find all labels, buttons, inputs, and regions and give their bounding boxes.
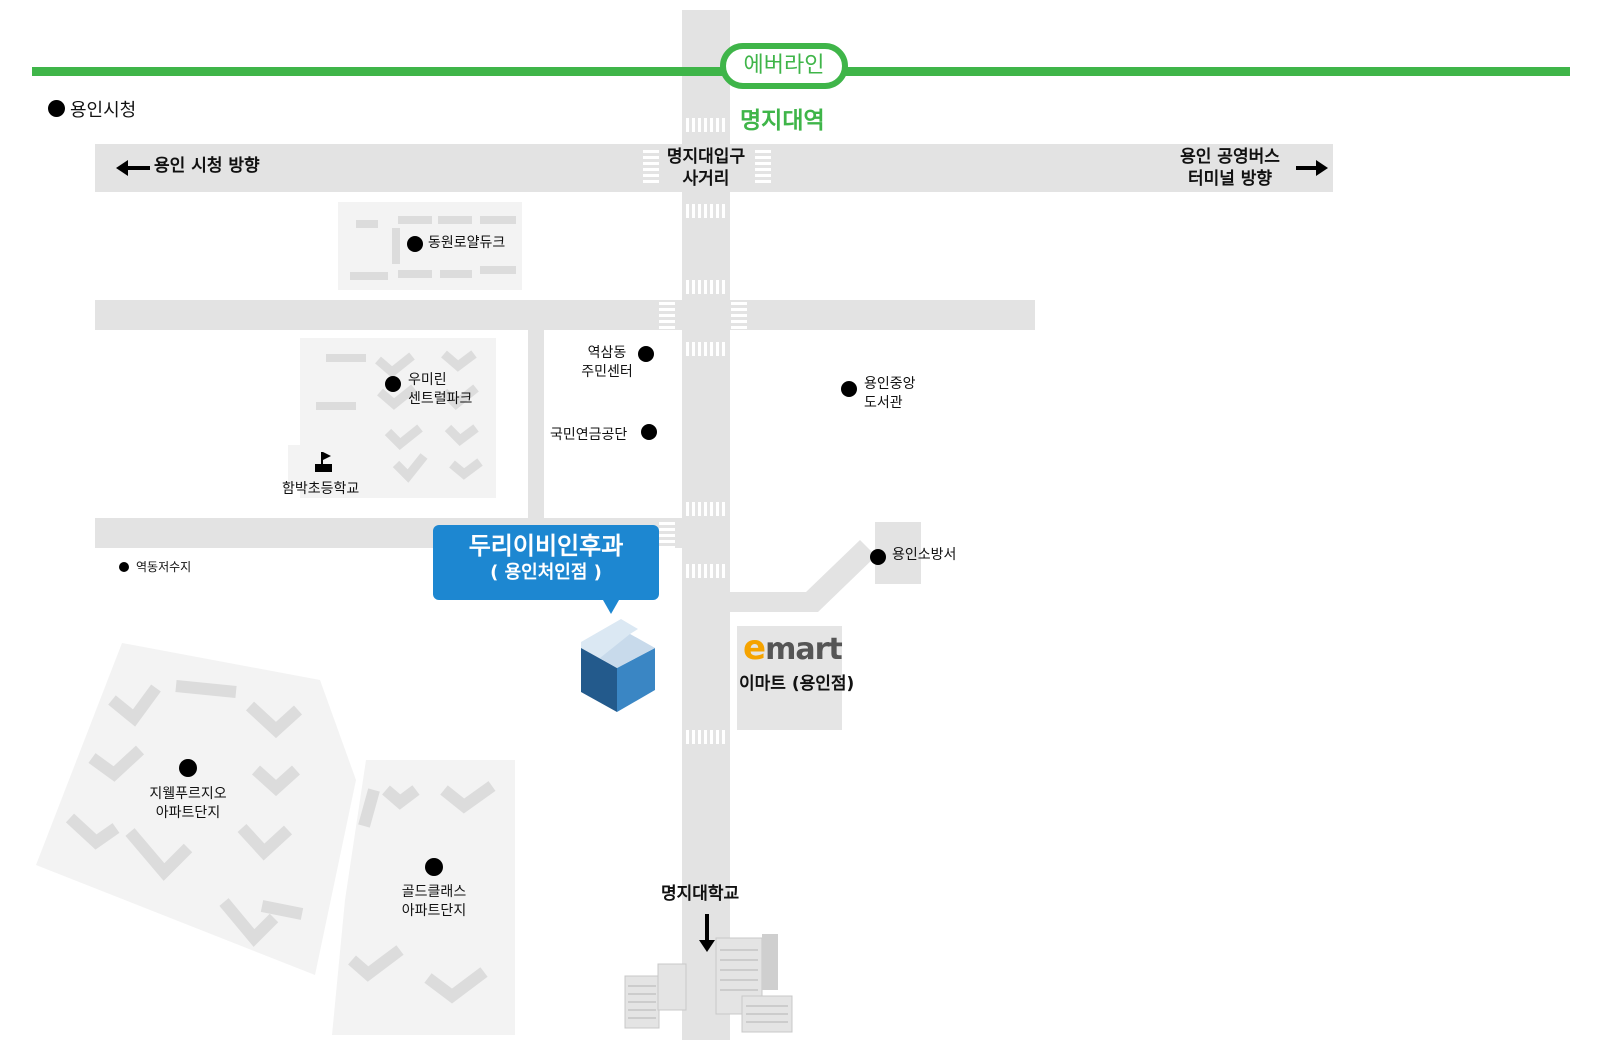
subway-line-badge: 에버라인 bbox=[720, 43, 848, 89]
crosswalks bbox=[643, 118, 771, 744]
nps-label: 국민연금공단 bbox=[550, 427, 628, 443]
umirin-line2: 센트럴파크 bbox=[408, 391, 473, 407]
dongwon-label: 동원로얄듀크 bbox=[428, 235, 506, 251]
city-hall-marker bbox=[48, 100, 65, 117]
emart-logo-rest: mart bbox=[765, 632, 843, 667]
clinic-callout: 두리이비인후과 ( 용인처인점 ) bbox=[433, 525, 659, 600]
university-buildings-icon bbox=[624, 934, 793, 1033]
goldclass-line1: 골드클래스 bbox=[401, 884, 467, 900]
gwell-label: 지웰푸르지오 아파트단지 bbox=[140, 785, 236, 823]
library-label: 용인중앙 도서관 bbox=[864, 375, 916, 413]
reservoir-label: 역동저수지 bbox=[136, 560, 192, 574]
emart-logo-e: e bbox=[743, 628, 766, 668]
building-marks bbox=[65, 216, 516, 1004]
direction-arrows bbox=[116, 160, 1328, 952]
direction-left-label: 용인 시청 방향 bbox=[154, 156, 260, 176]
intersection-line1: 명지대입구 bbox=[666, 147, 746, 167]
intersection-line2: 사거리 bbox=[682, 169, 730, 189]
clinic-branch: ( 용인처인점 ) bbox=[490, 562, 602, 583]
school-label: 함박초등학교 bbox=[282, 481, 360, 497]
intersection-label: 명지대입구 사거리 bbox=[656, 146, 756, 190]
yeoksam-center-marker bbox=[638, 346, 654, 362]
school-flag-icon bbox=[315, 452, 332, 472]
yeoksam-center-line2: 주민센터 bbox=[581, 364, 633, 380]
emart-logo: emart bbox=[743, 628, 843, 668]
direction-right-line2: 터미널 방향 bbox=[1187, 169, 1273, 189]
subway-station-name: 명지대역 bbox=[740, 108, 825, 134]
reservoir-marker bbox=[119, 562, 129, 572]
university-label: 명지대학교 bbox=[661, 884, 740, 904]
library-marker bbox=[841, 381, 857, 397]
yeoksam-center-label: 역삼동 주민센터 bbox=[578, 344, 636, 382]
umirin-line1: 우미린 bbox=[408, 372, 447, 388]
gwell-line2: 아파트단지 bbox=[155, 805, 221, 821]
library-line1: 용인중앙 bbox=[864, 376, 916, 392]
umirin-label: 우미린 센트럴파크 bbox=[408, 371, 472, 409]
umirin-marker bbox=[385, 376, 401, 392]
clinic-building-icon bbox=[581, 600, 655, 712]
gwell-line1: 지웰푸르지오 bbox=[149, 786, 227, 802]
library-line2: 도서관 bbox=[864, 395, 903, 411]
fire-station-marker bbox=[870, 549, 886, 565]
nps-marker bbox=[641, 424, 657, 440]
goldclass-label: 골드클래스 아파트단지 bbox=[390, 883, 478, 921]
goldclass-marker bbox=[425, 858, 443, 876]
clinic-name: 두리이비인후과 bbox=[468, 532, 624, 560]
yeoksam-center-line1: 역삼동 bbox=[587, 345, 627, 361]
emart-block bbox=[737, 626, 842, 730]
dongwon-marker bbox=[407, 236, 423, 252]
city-hall-label: 용인시청 bbox=[70, 100, 137, 121]
direction-right-label: 용인 공영버스 터미널 방향 bbox=[1168, 146, 1292, 190]
direction-right-line1: 용인 공영버스 bbox=[1180, 147, 1280, 167]
fire-station-label: 용인소방서 bbox=[892, 547, 957, 563]
gwell-marker bbox=[179, 759, 197, 777]
goldclass-line2: 아파트단지 bbox=[401, 903, 467, 919]
emart-label: 이마트 (용인점) bbox=[739, 674, 855, 694]
